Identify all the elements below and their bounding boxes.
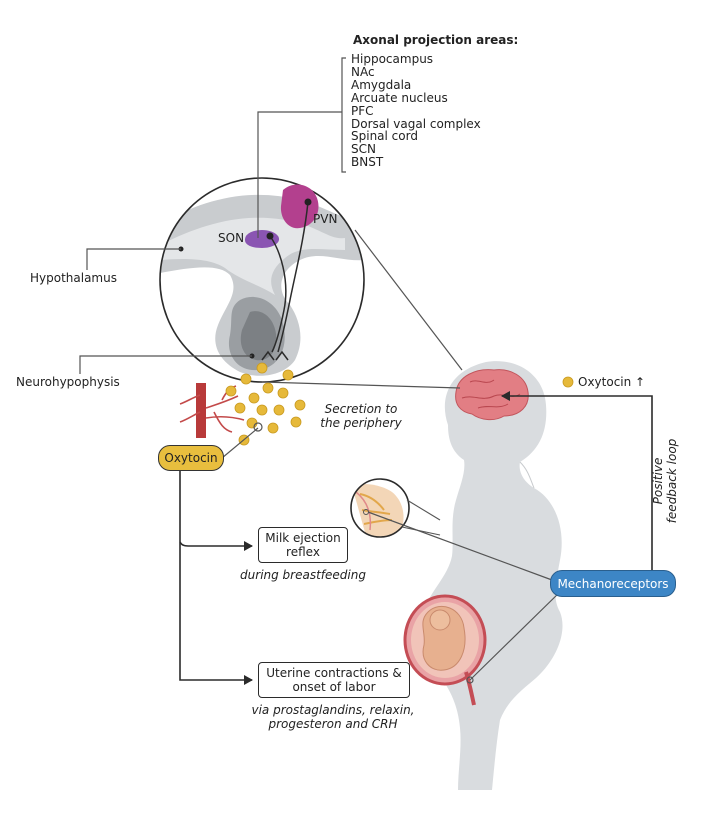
projection-area: Arcuate nucleus bbox=[351, 90, 448, 105]
uterus-with-fetus-illustration bbox=[403, 594, 487, 706]
projection-title: Axonal projection areas: bbox=[353, 33, 519, 47]
secretion-note: Secretion to the periphery bbox=[320, 402, 402, 430]
feedback-loop-label: Positive feedback loop bbox=[651, 438, 679, 524]
oxytocin-molecule-dot bbox=[256, 404, 268, 416]
oxytocin-molecule-dot bbox=[246, 417, 258, 429]
projection-area: Dorsal vagal complex bbox=[351, 116, 481, 131]
uterine-contractions-box: Uterine contractions & onset of labor bbox=[258, 662, 410, 698]
projection-area: BNST bbox=[351, 155, 384, 170]
son-label: SON bbox=[218, 231, 245, 245]
neurohypophysis-label: Neurohypophysis bbox=[16, 375, 120, 389]
projection-area: PFC bbox=[351, 103, 374, 118]
oxytocin-molecule-dot bbox=[267, 422, 279, 434]
oxytocin-pill: Oxytocin bbox=[158, 445, 224, 471]
oxytocin-molecule-dot bbox=[234, 402, 246, 414]
oxytocin-molecule-dot bbox=[225, 385, 237, 397]
pvn-label: PVN bbox=[313, 212, 338, 226]
pvn-nucleus bbox=[280, 184, 319, 229]
oxytocin-molecule-dot bbox=[294, 399, 306, 411]
uterine-contractions-note: via prostaglandins, relaxin, progesteron… bbox=[251, 703, 415, 731]
milk-ejection-note: during breastfeeding bbox=[240, 568, 366, 582]
oxytocin-molecule-dot bbox=[273, 404, 285, 416]
oxytocin-increase-label: Oxytocin ↑ bbox=[578, 375, 646, 389]
projection-area: SCN bbox=[351, 142, 376, 157]
oxytocin-molecule-dot bbox=[248, 392, 260, 404]
oxytocin-molecule-dot bbox=[240, 373, 252, 385]
milk-ejection-box: Milk ejection reflex bbox=[258, 527, 348, 563]
breast-magnified-view bbox=[350, 478, 410, 538]
hypothalamus-label: Hypothalamus bbox=[30, 271, 117, 285]
brain-illustration bbox=[455, 369, 529, 421]
mechanoreceptors-pill: Mechanoreceptors bbox=[550, 570, 676, 597]
hypothalamus-magnified-view bbox=[159, 177, 365, 383]
oxytocin-dot-icon bbox=[562, 376, 574, 388]
projection-list: Hippocampus NAc Amygdala Arcuate nucleus… bbox=[351, 53, 481, 169]
projection-area: Amygdala bbox=[351, 77, 412, 92]
oxytocin-molecule-dot bbox=[282, 369, 294, 381]
projection-area: Spinal cord bbox=[351, 129, 418, 144]
oxytocin-molecule-dot bbox=[262, 382, 274, 394]
oxytocin-molecule-dot bbox=[256, 362, 268, 374]
oxytocin-molecule-dot bbox=[290, 416, 302, 428]
projection-area: NAc bbox=[351, 64, 375, 79]
son-nucleus bbox=[244, 230, 280, 248]
projection-area: Hippocampus bbox=[351, 52, 434, 66]
oxytocin-molecule-dot bbox=[277, 387, 289, 399]
